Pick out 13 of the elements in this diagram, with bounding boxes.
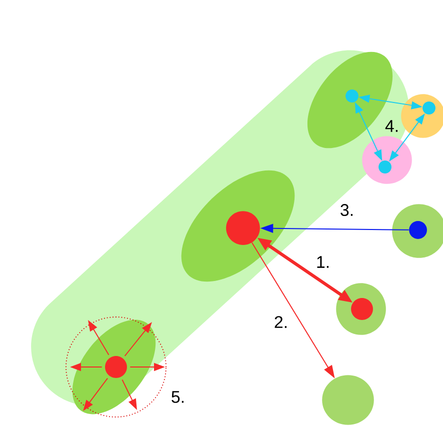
dot xyxy=(422,102,436,114)
dot xyxy=(378,160,392,174)
dot xyxy=(105,356,127,378)
number-label: 4. xyxy=(385,120,398,132)
dot xyxy=(346,90,358,102)
dot xyxy=(351,298,373,320)
edge-label: 1. xyxy=(314,255,332,269)
dot xyxy=(226,211,260,245)
number-label: 5. xyxy=(172,391,184,403)
edge-label: 3. xyxy=(338,203,356,217)
dot xyxy=(409,221,427,239)
edge-label: 2. xyxy=(272,315,290,329)
disc xyxy=(322,375,374,425)
